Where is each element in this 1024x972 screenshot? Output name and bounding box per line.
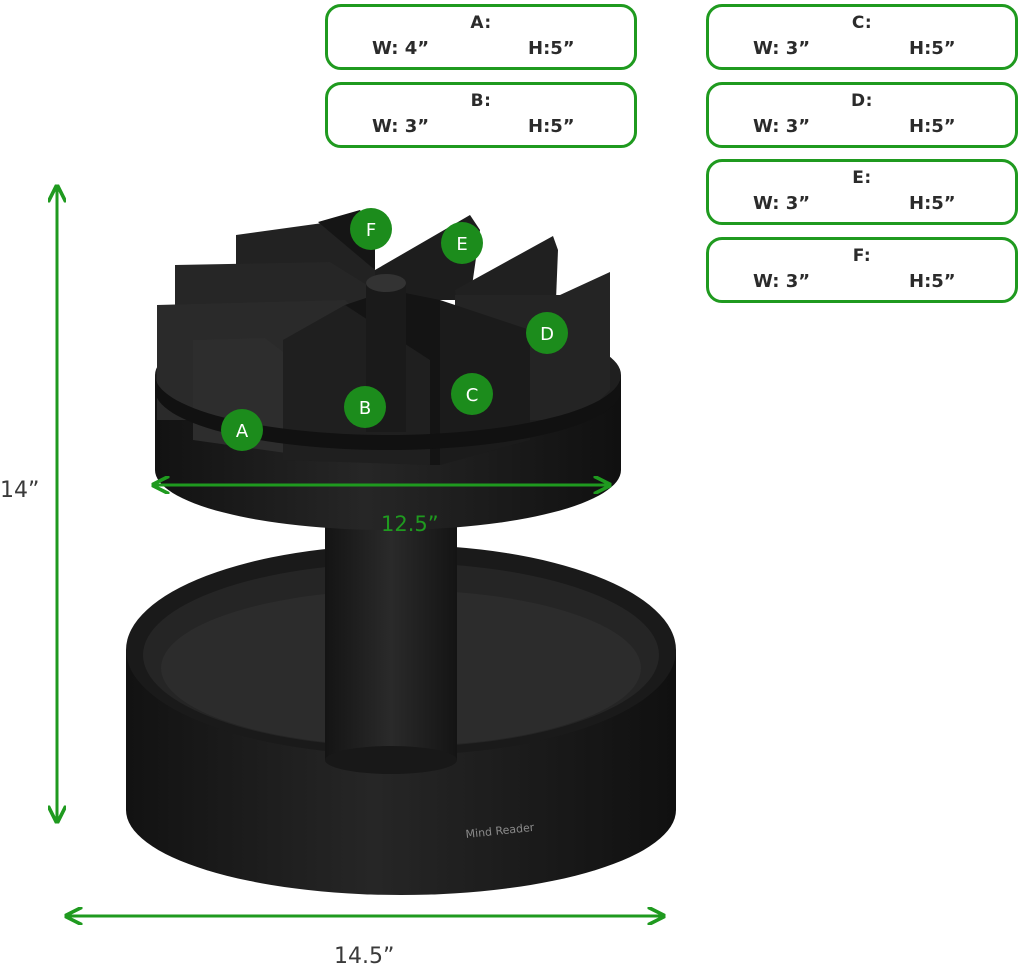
spec-card-height: H:5”: [528, 116, 575, 137]
spec-card-label: D:: [851, 91, 873, 111]
svg-text:F: F: [366, 220, 376, 241]
spec-card-height: H:5”: [909, 193, 956, 214]
spec-card-f: F: W: 3” H:5”: [706, 237, 1018, 303]
spec-card-label: A:: [470, 13, 492, 33]
spec-card-label: B:: [470, 91, 492, 111]
svg-text:A: A: [236, 421, 249, 442]
marker-e: E: [441, 222, 483, 264]
spec-card-e: E: W: 3” H:5”: [706, 159, 1018, 225]
spec-card-width: W: 3”: [753, 271, 811, 292]
spec-card-width: W: 3”: [753, 38, 811, 59]
compartment-markers: A B C D E F: [221, 208, 568, 451]
center-column: [325, 520, 457, 760]
svg-text:D: D: [540, 324, 554, 345]
spec-card-c: C: W: 3” H:5”: [706, 4, 1018, 70]
spec-card-a: A: W: 4” H:5”: [325, 4, 637, 70]
marker-f: F: [350, 208, 392, 250]
top-diameter-label: 12.5”: [381, 512, 439, 536]
spec-card-height: H:5”: [528, 38, 575, 59]
spec-card-height: H:5”: [909, 271, 956, 292]
spec-card-width: W: 4”: [372, 38, 430, 59]
svg-text:B: B: [359, 398, 371, 419]
spec-card-label: E:: [852, 168, 872, 188]
base-diameter-label: 14.5”: [334, 944, 395, 969]
height-label: 14”: [0, 478, 40, 503]
spec-card-label: C:: [851, 13, 873, 33]
spec-card-height: H:5”: [909, 38, 956, 59]
svg-text:E: E: [456, 234, 467, 255]
marker-c: C: [451, 373, 493, 415]
spec-card-width: W: 3”: [753, 116, 811, 137]
spec-card-b: B: W: 3” H:5”: [325, 82, 637, 148]
marker-a: A: [221, 409, 263, 451]
spec-card-d: D: W: 3” H:5”: [706, 82, 1018, 148]
spec-card-height: H:5”: [909, 116, 956, 137]
spec-card-label: F:: [852, 246, 872, 266]
marker-d: D: [526, 312, 568, 354]
spec-card-width: W: 3”: [753, 193, 811, 214]
spec-card-width: W: 3”: [372, 116, 430, 137]
marker-b: B: [344, 386, 386, 428]
svg-text:C: C: [466, 385, 479, 406]
